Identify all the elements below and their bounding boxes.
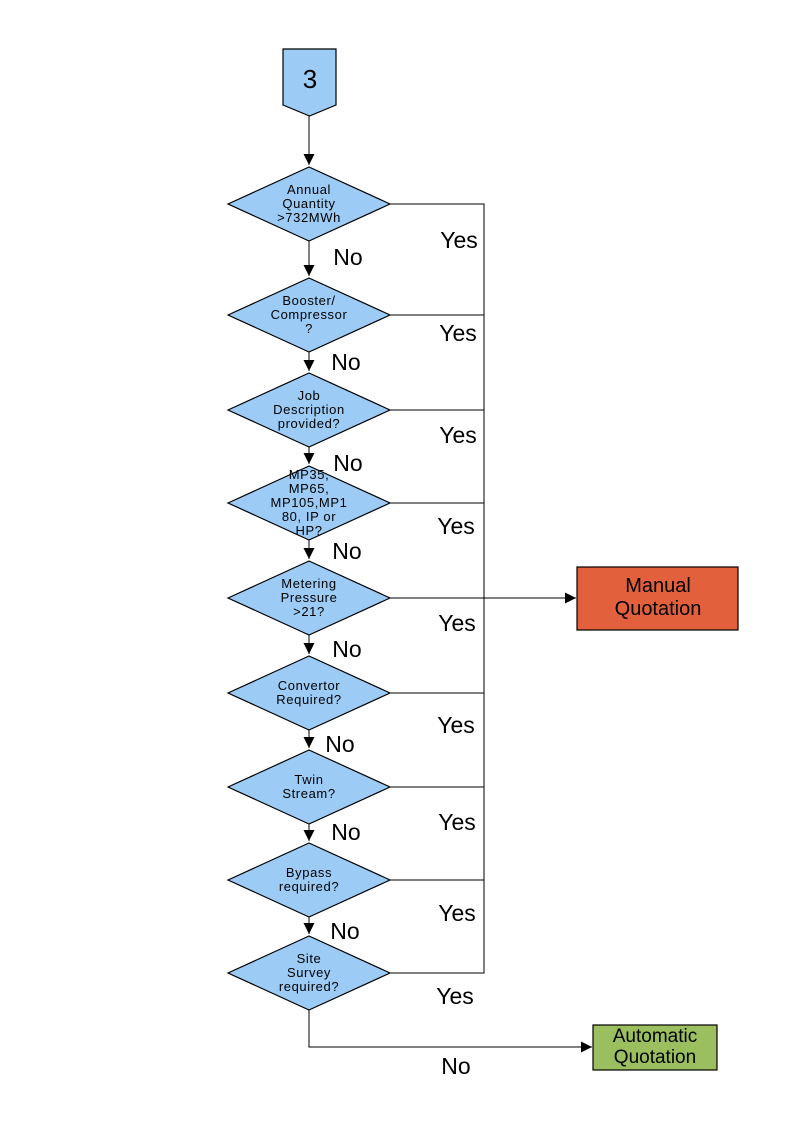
no-label-8: No bbox=[330, 918, 360, 944]
yes-label-1: Yes bbox=[440, 227, 478, 253]
decision-metering-pressure-shape bbox=[226, 560, 392, 636]
decision-convertor-shape bbox=[226, 655, 392, 731]
edges bbox=[303, 116, 592, 1053]
offpage-connector-label: 3 bbox=[302, 64, 318, 94]
yes-label-4: Yes bbox=[437, 513, 475, 539]
no-label-3: No bbox=[333, 450, 363, 476]
decision-convertor-label: Convertor Required? bbox=[276, 678, 342, 707]
decision-annual-quantity-label: Annual Quantity >732MWh bbox=[277, 182, 341, 225]
no-label-7: No bbox=[331, 819, 361, 845]
decision-annual-quantity-shape bbox=[226, 166, 392, 242]
manual-quotation-label: Manual Quotation bbox=[614, 575, 702, 620]
decision-job-description-shape bbox=[226, 372, 392, 448]
no-label-4: No bbox=[332, 538, 362, 564]
yes-label-9: Yes bbox=[436, 983, 474, 1009]
arrow-to-automatic-quotation bbox=[308, 1010, 592, 1053]
decision-twin-stream-label: Twin Stream? bbox=[282, 772, 336, 801]
automatic-quotation-label: Automatic Quotation bbox=[612, 1026, 698, 1068]
decision-job-description-label: Job Description provided? bbox=[273, 388, 345, 431]
decision-meter-model-label: MP35, MP65, MP105,MP1 80, IP or HP? bbox=[270, 467, 348, 538]
decision-meter-model-shape bbox=[226, 465, 392, 541]
no-label-1: No bbox=[333, 244, 363, 270]
no-label-5: No bbox=[332, 636, 362, 662]
decision-twin-stream-shape bbox=[226, 749, 392, 825]
no-label-9: No bbox=[441, 1053, 471, 1079]
manual-quotation-box bbox=[576, 566, 739, 631]
yes-label-7: Yes bbox=[438, 809, 476, 835]
decision-site-survey-shape bbox=[226, 935, 392, 1011]
offpage-connector-shape bbox=[282, 48, 337, 117]
no-label-6: No bbox=[325, 731, 355, 757]
yes-label-3: Yes bbox=[439, 422, 477, 448]
yes-collector-line bbox=[390, 203, 485, 974]
decision-booster-compressor-label: Booster/ Compressor ? bbox=[270, 293, 348, 336]
yes-label-2: Yes bbox=[439, 320, 477, 346]
yes-label-6: Yes bbox=[437, 712, 475, 738]
yes-label-8: Yes bbox=[438, 900, 476, 926]
yes-label-5: Yes bbox=[438, 610, 476, 636]
decision-booster-compressor-shape bbox=[226, 277, 392, 353]
decision-site-survey-label: Site Survey required? bbox=[278, 951, 340, 994]
automatic-quotation-box bbox=[592, 1024, 718, 1071]
decision-bypass-label: Bypass required? bbox=[278, 865, 340, 894]
decision-metering-pressure-label: Metering Pressure >21? bbox=[280, 576, 338, 619]
decision-bypass-shape bbox=[226, 842, 392, 918]
no-label-2: No bbox=[331, 349, 361, 375]
